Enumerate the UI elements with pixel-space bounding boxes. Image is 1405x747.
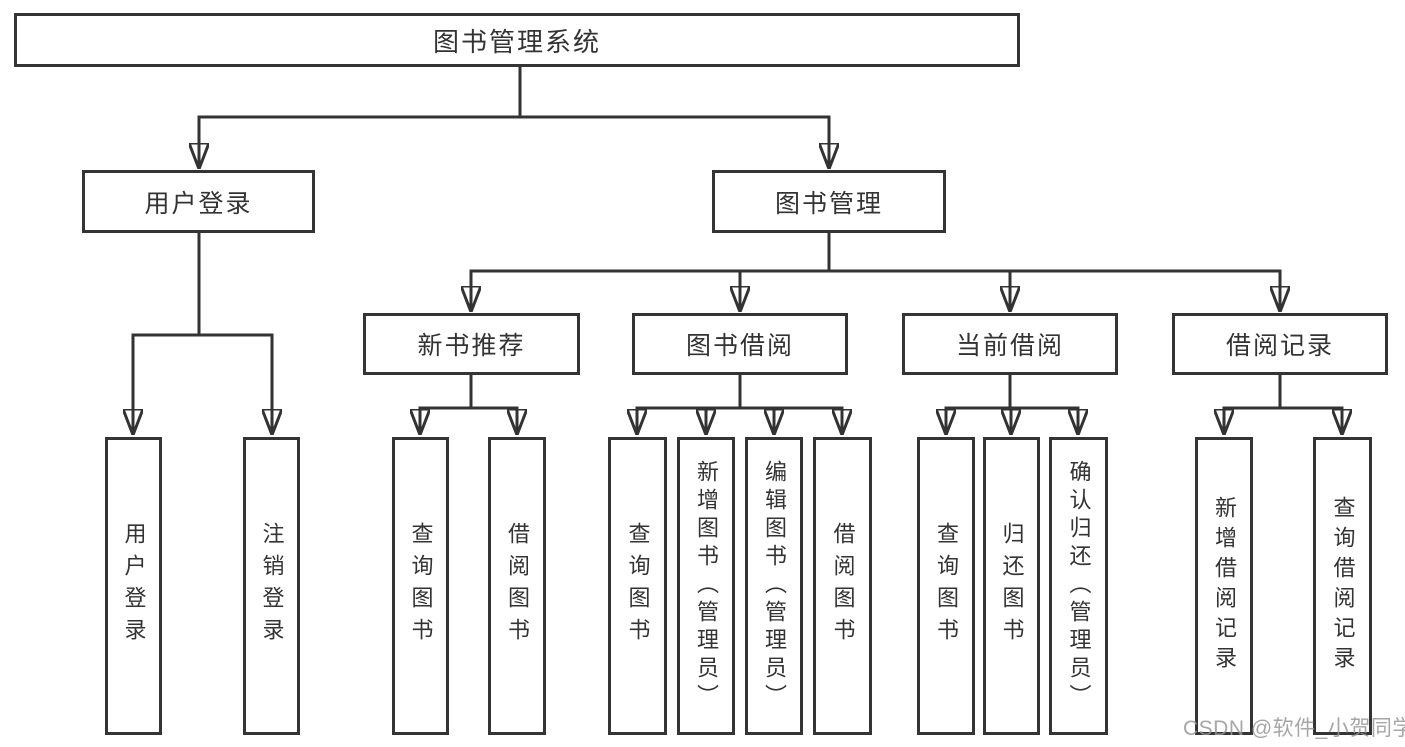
leaf-confirm-return-admin-label: 确认归还（管理员） <box>1066 460 1092 712</box>
node-current-borrowing: 当前借阅 <box>902 313 1118 375</box>
leaf-user-login: 用户登录 <box>105 437 162 735</box>
node-library-system-root: 图书管理系统 <box>14 13 1020 67</box>
leaf-borrow-book: 借阅图书 <box>813 437 872 735</box>
leaf-query-book-borrowing-label: 查询图书 <box>625 522 651 650</box>
leaf-query-book-current-label: 查询图书 <box>934 522 959 650</box>
node-book-management: 图书管理 <box>712 170 946 233</box>
leaf-query-borrow-record-label: 查询借阅记录 <box>1330 496 1356 676</box>
leaf-return-book: 归还图书 <box>983 437 1040 735</box>
leaf-query-borrow-record: 查询借阅记录 <box>1313 437 1372 735</box>
node-new-book-recommend: 新书推荐 <box>363 313 580 375</box>
leaf-add-book-admin: 新增图书（管理员） <box>677 437 735 735</box>
leaf-borrow-book-recommend-label: 借阅图书 <box>505 522 530 650</box>
leaf-edit-book-admin: 编辑图书（管理员） <box>745 437 803 735</box>
leaf-query-book-current: 查询图书 <box>917 437 975 735</box>
node-book-borrowing: 图书借阅 <box>632 313 848 375</box>
leaf-add-borrow-record-label: 新增借阅记录 <box>1212 496 1237 676</box>
leaf-add-borrow-record: 新增借阅记录 <box>1195 437 1253 735</box>
leaf-edit-book-admin-label: 编辑图书（管理员） <box>762 460 787 712</box>
leaf-logout: 注销登录 <box>243 437 300 735</box>
leaf-borrow-book-recommend: 借阅图书 <box>488 437 546 735</box>
leaf-borrow-book-label: 借阅图书 <box>830 522 856 650</box>
leaf-confirm-return-admin: 确认归还（管理员） <box>1049 437 1108 735</box>
leaf-logout-label: 注销登录 <box>259 522 285 650</box>
csdn-watermark: CSDN @软件_小贺同学 <box>1183 717 1405 740</box>
leaf-query-book-recommend-label: 查询图书 <box>408 522 434 650</box>
node-borrow-records: 借阅记录 <box>1172 313 1388 375</box>
leaf-query-book-recommend: 查询图书 <box>392 437 449 735</box>
leaf-query-book-borrowing: 查询图书 <box>608 437 667 735</box>
leaf-add-book-admin-label: 新增图书（管理员） <box>694 460 719 712</box>
node-user-login: 用户登录 <box>82 170 315 233</box>
leaf-user-login-label: 用户登录 <box>121 522 147 650</box>
leaf-return-book-label: 归还图书 <box>999 522 1025 650</box>
